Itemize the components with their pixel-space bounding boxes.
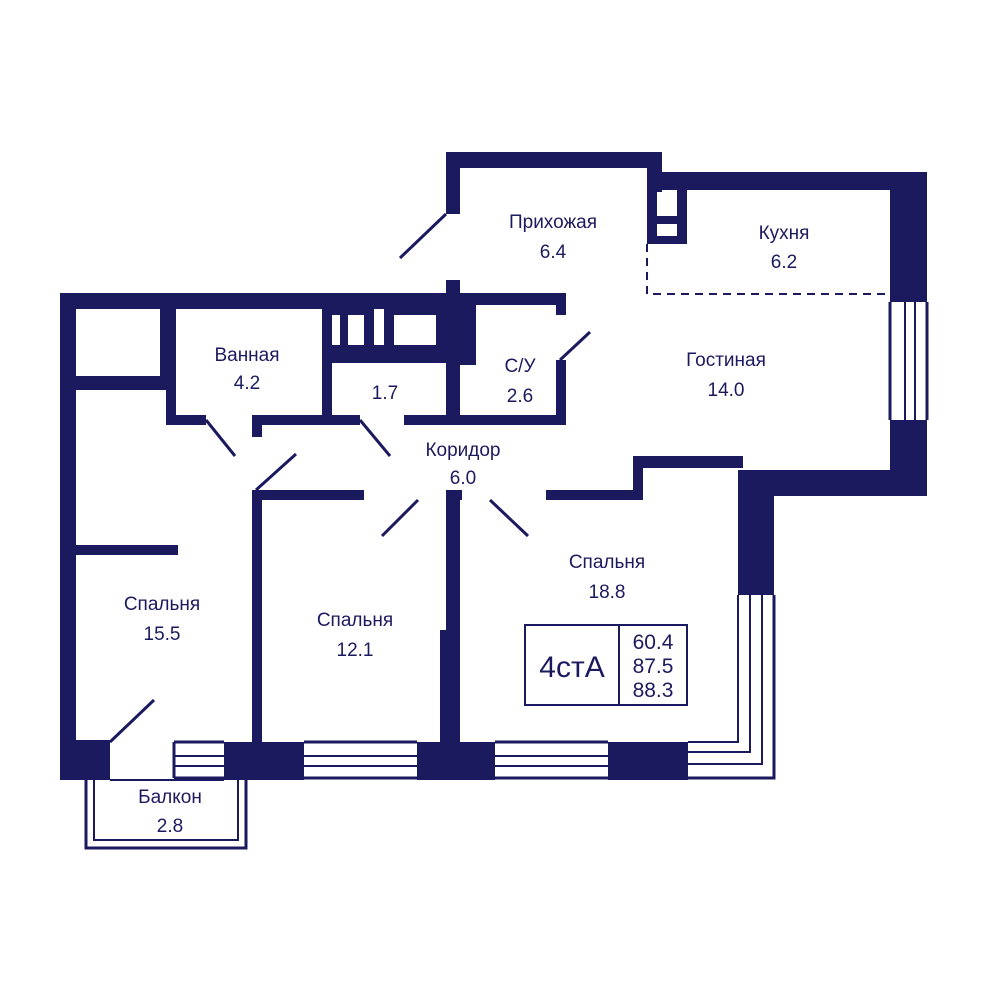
door-bedroom-left bbox=[254, 452, 298, 492]
window-bedroom-large bbox=[688, 595, 776, 780]
apartment-badge: 4стА 60.4 87.5 88.3 bbox=[524, 624, 688, 706]
room-name-bedroom-left: Спальня bbox=[124, 594, 200, 615]
doors bbox=[108, 212, 592, 744]
room-area-balcony: 2.8 bbox=[157, 816, 183, 837]
room-area-storage: 1.7 bbox=[372, 383, 398, 404]
room-labels: Прихожая 6.4 Кухня 6.2 Ванная 4.2 1.7 С/… bbox=[124, 212, 810, 837]
room-area-hallway: 6.4 bbox=[540, 242, 567, 263]
door-balcony bbox=[108, 698, 156, 744]
room-area-corridor: 6.0 bbox=[450, 468, 476, 489]
room-name-living: Гостиная bbox=[686, 350, 766, 371]
door-wc bbox=[558, 330, 592, 362]
exterior-walls bbox=[60, 152, 927, 780]
room-area-wc: 2.6 bbox=[507, 386, 533, 407]
door-bedroom-middle bbox=[380, 498, 420, 538]
apartment-type: 4стА bbox=[539, 651, 604, 684]
window-bottom-1 bbox=[304, 740, 417, 780]
room-area-bedroom-left: 15.5 bbox=[144, 624, 181, 645]
room-name-kitchen: Кухня bbox=[759, 223, 810, 244]
room-name-bedroom-middle: Спальня bbox=[317, 610, 393, 631]
area-total: 87.5 bbox=[633, 655, 674, 678]
room-name-hallway: Прихожая bbox=[509, 212, 597, 233]
area-living: 60.4 bbox=[633, 631, 674, 654]
room-name-balcony: Балкон bbox=[138, 787, 202, 808]
window-living bbox=[888, 302, 929, 420]
window-bottom-2 bbox=[495, 740, 608, 780]
room-name-bedroom-large: Спальня bbox=[569, 552, 645, 573]
room-name-wc: С/У bbox=[504, 356, 536, 377]
room-area-bathroom: 4.2 bbox=[234, 373, 260, 394]
room-area-kitchen: 6.2 bbox=[771, 252, 797, 273]
room-area-bedroom-large: 18.8 bbox=[589, 582, 626, 603]
door-storage bbox=[358, 419, 392, 457]
door-bedroom-large bbox=[488, 498, 530, 538]
door-bathroom bbox=[204, 419, 237, 457]
interior-walls bbox=[76, 180, 890, 742]
door-entrance bbox=[398, 212, 448, 260]
windows bbox=[84, 302, 929, 850]
area-with-balcony: 88.3 bbox=[633, 679, 674, 702]
room-area-bedroom-middle: 12.1 bbox=[337, 640, 374, 661]
window-bottom-left bbox=[172, 740, 224, 780]
room-area-living: 14.0 bbox=[708, 380, 745, 401]
balcony-rail bbox=[84, 779, 248, 850]
room-name-bathroom: Ванная bbox=[214, 345, 279, 366]
room-name-corridor: Коридор bbox=[425, 440, 500, 461]
